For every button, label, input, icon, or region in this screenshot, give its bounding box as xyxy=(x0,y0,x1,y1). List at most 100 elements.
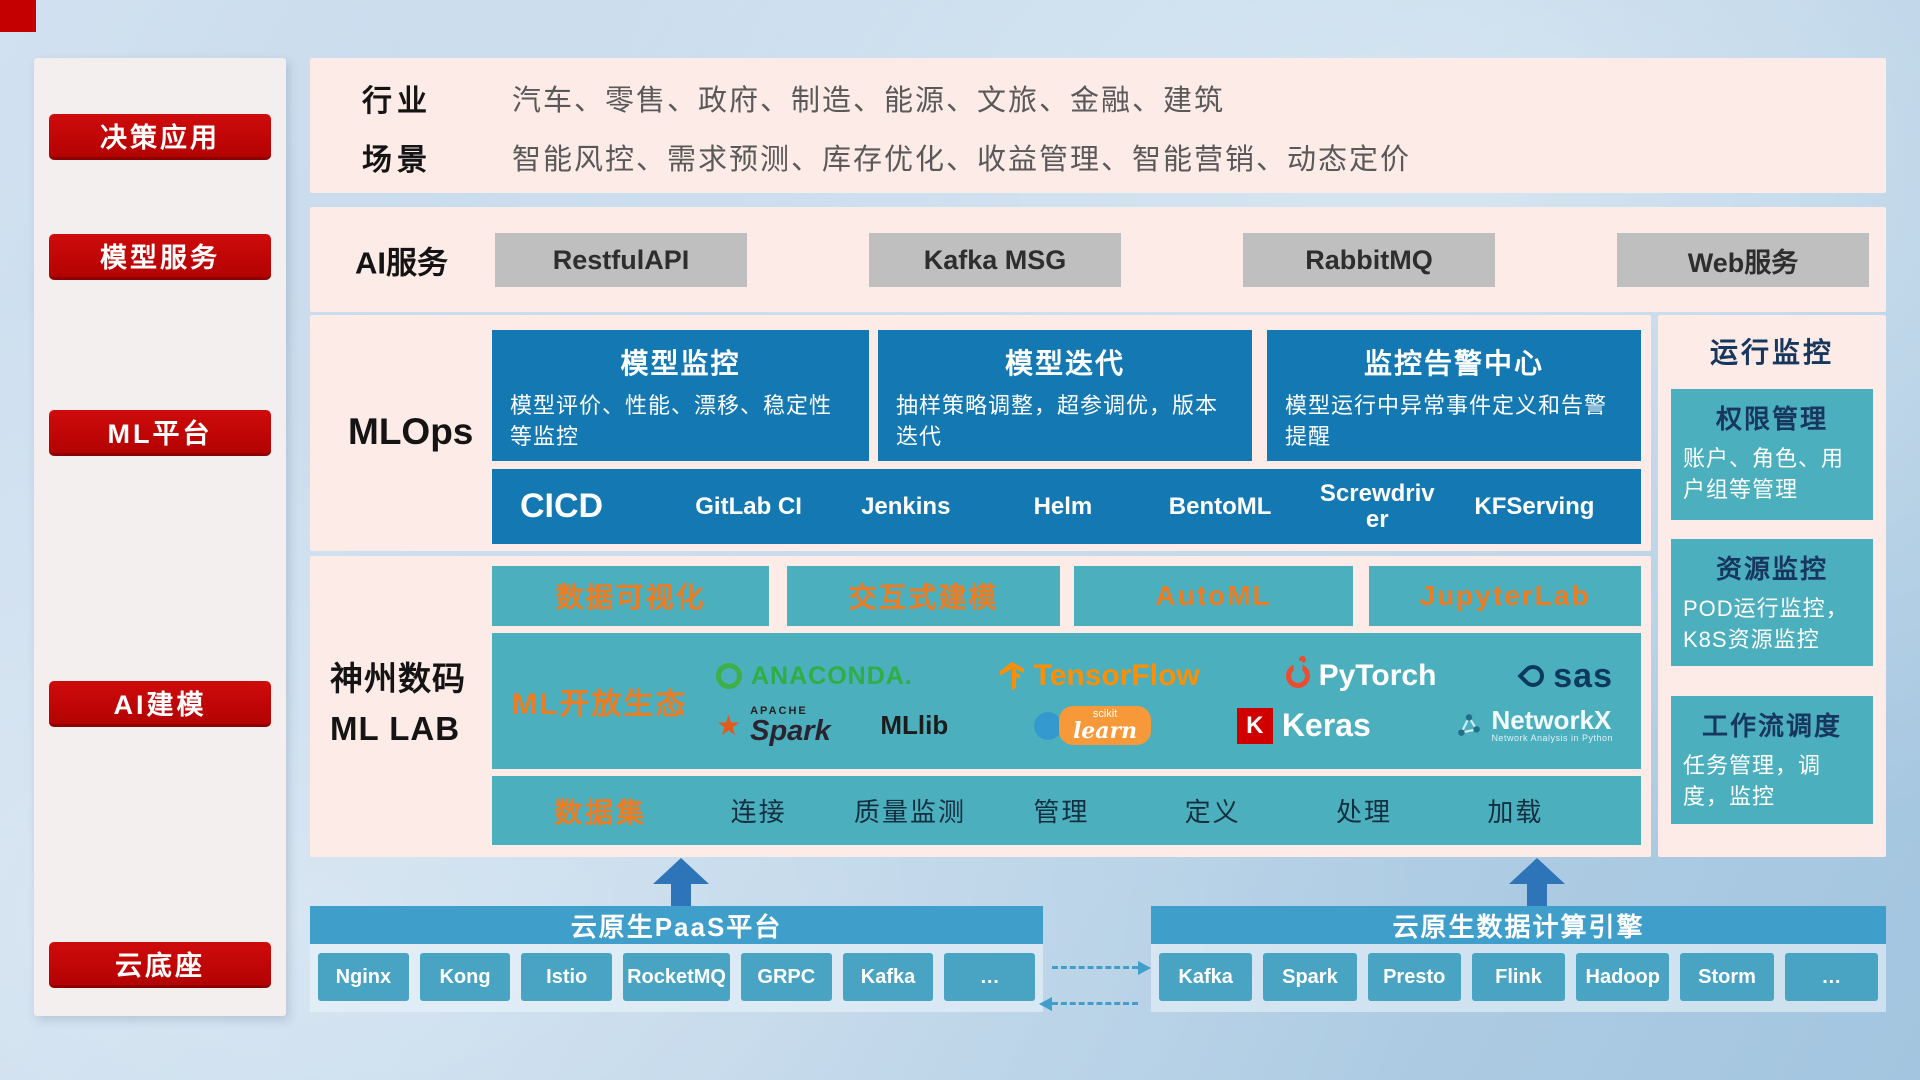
model-monitoring-card: 模型监控 模型评价、性能、漂移、稳定性等监控 xyxy=(492,330,869,461)
engine-item-storm: Storm xyxy=(1680,953,1774,1001)
service-btn-kafka-msg: Kafka MSG xyxy=(869,233,1121,287)
pytorch-logo: PyTorch xyxy=(1285,656,1437,693)
networkx-logo: NetworkX Network Analysis in Python xyxy=(1456,705,1613,744)
engine-item-hadoop: Hadoop xyxy=(1576,953,1670,1001)
alert-center-desc: 模型运行中异常事件定义和告警提醒 xyxy=(1285,393,1608,449)
permission-card: 权限管理 账户、角色、用户组等管理 xyxy=(1671,389,1873,520)
spark-name: Spark xyxy=(750,714,831,747)
mllib-logo: MLlib xyxy=(880,710,949,740)
runtime-monitor-title: 运行监控 xyxy=(1709,337,1834,368)
tool-automl: AutoML xyxy=(1074,566,1353,626)
model-monitoring-title: 模型监控 xyxy=(620,348,741,379)
dataset-item-define: 定义 xyxy=(1184,797,1241,827)
keras-name: Keras xyxy=(1281,707,1371,743)
scene-row: 场景 智能风控、需求预测、库存优化、收益管理、智能营销、动态定价 xyxy=(362,135,1862,179)
dataset-bar: 数据集 连接 质量监测 管理 定义 处理 加载 xyxy=(492,776,1641,845)
cicd-item-bentoml: BentoML xyxy=(1168,492,1272,520)
networkx-name: NetworkX xyxy=(1491,705,1612,736)
model-iteration-card: 模型迭代 抽样策略调整，超参调优，版本迭代 xyxy=(878,330,1252,461)
keras-logo: K Keras xyxy=(1236,707,1371,744)
keras-icon: K xyxy=(1236,707,1273,744)
sas-icon xyxy=(1517,660,1549,692)
sidebar-item-decision-apps: 决策应用 xyxy=(49,114,271,160)
paas-item-grpc: GRPC xyxy=(740,953,832,1001)
sidebar-item-ai-modeling: AI建模 xyxy=(49,681,271,727)
ecosystem-logo-row-2: ★ APACHE Spark MLlib scikit learn xyxy=(708,704,1621,747)
permission-title: 权限管理 xyxy=(1715,404,1828,434)
ml-lab-label-line1: 神州数码 xyxy=(330,660,466,697)
up-arrow-engine-icon xyxy=(1509,858,1565,906)
paas-item-rocketmq: RocketMQ xyxy=(623,953,730,1001)
permission-desc: 账户、角色、用户组等管理 xyxy=(1683,446,1845,502)
dataset-item-manage: 管理 xyxy=(1033,797,1090,827)
ecosystem-logo-row-1: ANACONDA. TensorFlow PyTorch sas xyxy=(708,656,1621,696)
dashed-arrow-right-icon xyxy=(1052,961,1151,975)
scikit-learn-badge: scikit learn xyxy=(1058,706,1152,745)
ai-service-label: AI服务 xyxy=(355,245,448,280)
tool-jupyterlab: JupyterLab xyxy=(1369,566,1641,626)
dataset-label: 数据集 xyxy=(554,796,648,828)
anaconda-logo: ANACONDA. xyxy=(716,662,913,691)
industry-row: 行业 汽车、零售、政府、制造、能源、文旅、金融、建筑 xyxy=(362,76,1862,120)
model-iteration-desc: 抽样策略调整，超参调优，版本迭代 xyxy=(896,393,1219,449)
industry-label: 行业 xyxy=(362,85,432,118)
workflow-schedule-card: 工作流调度 任务管理，调度，监控 xyxy=(1671,696,1873,824)
model-monitoring-desc: 模型评价、性能、漂移、稳定性等监控 xyxy=(510,393,833,449)
workflow-schedule-desc: 任务管理，调度，监控 xyxy=(1683,753,1822,809)
dashed-arrow-left-icon xyxy=(1039,997,1138,1011)
industry-list: 汽车、零售、政府、制造、能源、文旅、金融、建筑 xyxy=(512,85,1226,117)
networkx-text: NetworkX Network Analysis in Python xyxy=(1491,705,1613,744)
resource-monitor-title: 资源监控 xyxy=(1715,554,1828,584)
scene-label: 场景 xyxy=(362,144,432,177)
tool-interactive-modeling: 交互式建模 xyxy=(787,566,1060,626)
dataset-item-process: 处理 xyxy=(1335,797,1392,827)
resource-monitor-card: 资源监控 POD运行监控，K8S资源监控 xyxy=(1671,539,1873,666)
up-arrow-head xyxy=(1509,858,1565,884)
alert-center-title: 监控告警中心 xyxy=(1363,348,1544,379)
networkx-subtitle: Network Analysis in Python xyxy=(1491,733,1613,744)
engine-item-kafka: Kafka xyxy=(1159,953,1253,1001)
ai-service-panel: AI服务 RestfulAPI Kafka MSG RabbitMQ Web服务 xyxy=(310,207,1886,312)
dataset-item-load: 加载 xyxy=(1487,797,1544,827)
service-btn-web: Web服务 xyxy=(1617,233,1869,287)
engine-item-more: … xyxy=(1784,953,1878,1001)
pytorch-icon xyxy=(1285,656,1310,688)
ml-open-ecosystem: ML开放生态 ANACONDA. TensorFlow PyTorch xyxy=(492,633,1641,769)
scikit-learn-logo: scikit learn xyxy=(1033,706,1152,745)
sas-name: sas xyxy=(1553,656,1613,695)
mlops-label: MLOps xyxy=(348,411,474,452)
dataset-item-connect: 连接 xyxy=(730,797,787,827)
dashed-arrow-right-head xyxy=(1138,961,1151,975)
engine-items: Kafka Spark Presto Flink Hadoop Storm … xyxy=(1159,953,1878,1001)
alert-center-card: 监控告警中心 模型运行中异常事件定义和告警提醒 xyxy=(1267,330,1641,461)
up-arrow-stem xyxy=(671,884,691,906)
mlops-panel: MLOps 模型监控 模型评价、性能、漂移、稳定性等监控 模型迭代 抽样策略调整… xyxy=(310,315,1651,551)
sidebar-item-model-service: 模型服务 xyxy=(49,234,271,280)
cicd-bar: CICD GitLab CI Jenkins Helm BentoML Scre… xyxy=(492,469,1641,544)
paas-item-nginx: Nginx xyxy=(318,953,409,1001)
pytorch-name: PyTorch xyxy=(1318,659,1437,692)
scikit-label: scikit xyxy=(1092,708,1118,720)
sidebar-item-ml-platform: ML平台 xyxy=(49,410,271,456)
service-btn-restfulapi: RestfulAPI xyxy=(495,233,747,287)
networkx-icon xyxy=(1458,714,1481,737)
sas-logo: sas xyxy=(1517,656,1613,696)
tensorflow-icon xyxy=(999,662,1024,690)
dashed-arrow-left-head xyxy=(1039,997,1052,1011)
ml-open-ecosystem-label: ML开放生态 xyxy=(512,688,688,721)
spark-apache-label: APACHE xyxy=(750,704,808,717)
up-arrow-stem xyxy=(1527,884,1547,906)
spark-icon: ★ xyxy=(716,709,742,741)
spark-text: APACHE Spark xyxy=(750,704,831,747)
resource-monitor-desc: POD运行监控，K8S资源监控 xyxy=(1683,596,1849,652)
paas-item-kong: Kong xyxy=(419,953,511,1001)
tensorflow-logo: TensorFlow xyxy=(999,659,1200,693)
anaconda-icon xyxy=(716,663,742,689)
cicd-item-kfserving: KFServing xyxy=(1474,492,1595,520)
up-arrow-head xyxy=(653,858,709,884)
ecosystem-logos: ANACONDA. TensorFlow PyTorch sas xyxy=(708,656,1621,747)
paas-header: 云原生PaaS平台 xyxy=(310,906,1043,944)
cicd-label: CICD xyxy=(520,487,604,525)
tensorflow-name: TensorFlow xyxy=(1033,659,1200,692)
